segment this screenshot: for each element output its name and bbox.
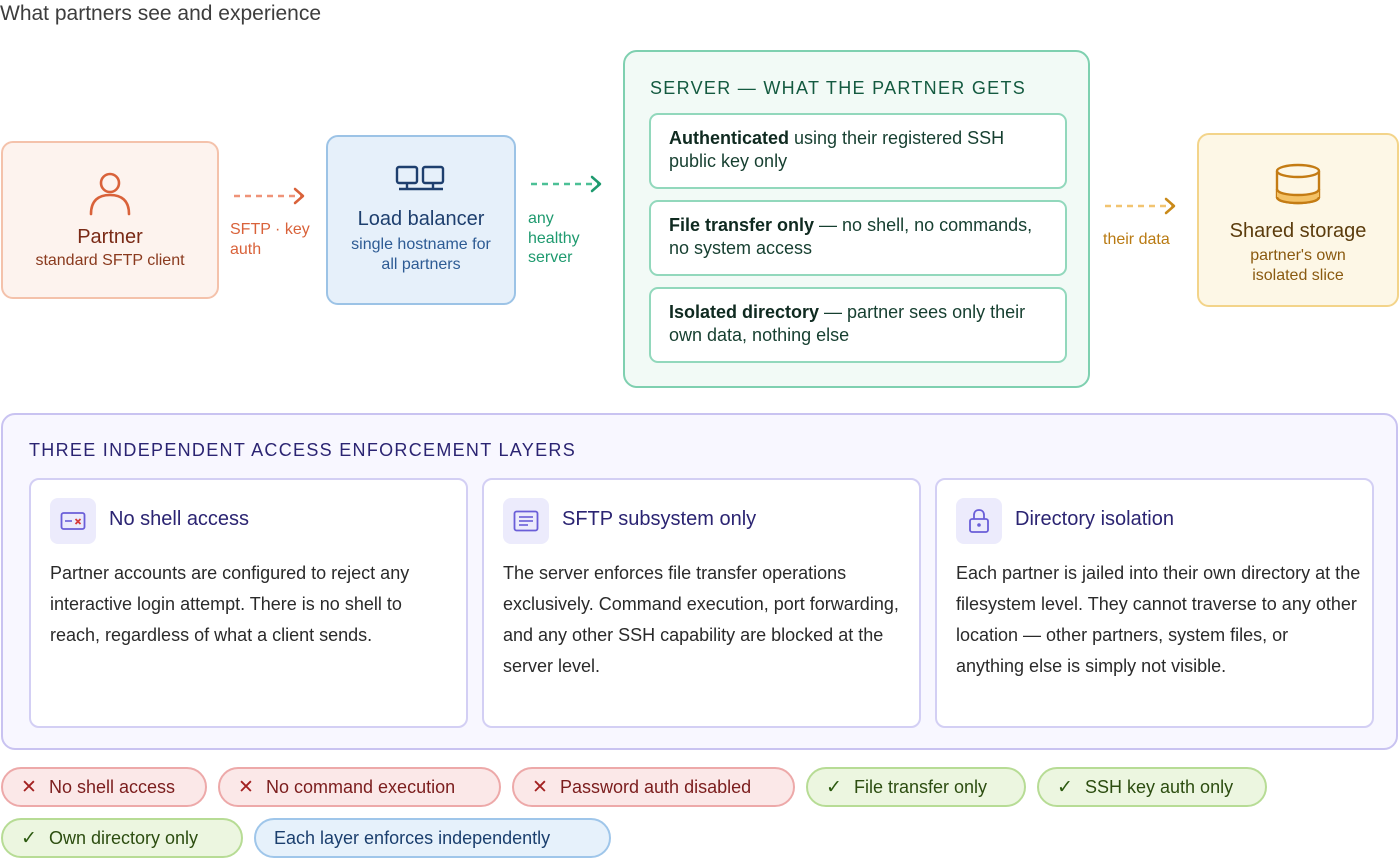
partner-title: Partner	[77, 226, 143, 248]
arrow-partner-to-lb	[234, 187, 305, 205]
load-balancer-node: Load balancer single hostname for all pa…	[326, 135, 516, 305]
terminal-blocked-icon	[50, 498, 96, 544]
server-card-bold: Isolated directory	[669, 302, 820, 322]
chip-file-transfer: ✓ File transfer only	[806, 767, 1026, 807]
storage-subtitle: partner's own isolated slice	[1250, 247, 1346, 284]
enforcement-layers-panel: THREE INDEPENDENT ACCESS ENFORCEMENT LAY…	[1, 413, 1398, 750]
database-icon	[1275, 163, 1321, 205]
document-icon	[503, 498, 549, 544]
chip-label: Each layer enforces independently	[274, 827, 551, 848]
server-card-text: — partner sees only their own data, noth…	[669, 302, 1026, 345]
server-panel: SERVER — WHAT THE PARTNER GETS Authentic…	[623, 50, 1090, 388]
network-icon	[395, 165, 445, 191]
layers-heading: THREE INDEPENDENT ACCESS ENFORCEMENT LAY…	[29, 440, 576, 460]
chip-no-command: ✕ No command execution	[218, 767, 501, 807]
user-icon	[89, 172, 131, 216]
layer-title: SFTP subsystem only	[562, 508, 757, 530]
layer-description: The server enforces file transfer operat…	[503, 563, 899, 676]
chip-no-shell: ✕ No shell access	[1, 767, 207, 807]
chip-label: No shell access	[49, 776, 176, 797]
chip-label: Own directory only	[49, 827, 199, 848]
check-icon: ✓	[826, 776, 842, 798]
server-card-bold: Authenticated	[669, 128, 790, 148]
load-balancer-subtitle: single hostname for all partners	[351, 236, 491, 273]
chip-label: Password auth disabled	[560, 776, 752, 797]
page-title: What partners see and experience	[0, 2, 322, 25]
server-card-file-transfer: File transfer only — no shell, no comman…	[649, 200, 1067, 276]
arrow-label-sftp: SFTP · key auth	[230, 221, 310, 258]
layer-description: Each partner is jailed into their own di…	[956, 563, 1361, 676]
chip-label: No command execution	[266, 776, 456, 797]
storage-title: Shared storage	[1229, 220, 1367, 242]
server-card-bold: File transfer only	[669, 215, 815, 235]
server-heading: SERVER — WHAT THE PARTNER GETS	[650, 78, 1027, 98]
x-icon: ✕	[21, 776, 37, 798]
load-balancer-title: Load balancer	[357, 208, 485, 230]
chip-each-layer: Each layer enforces independently	[254, 818, 611, 858]
chip-label: File transfer only	[854, 776, 988, 797]
check-icon: ✓	[21, 827, 37, 849]
chip-own-directory: ✓ Own directory only	[1, 818, 243, 858]
x-icon: ✕	[238, 776, 254, 798]
partner-node: Partner standard SFTP client	[1, 141, 219, 299]
layer-title: Directory isolation	[1015, 508, 1174, 530]
check-icon: ✓	[1057, 776, 1073, 798]
chip-password-disabled: ✕ Password auth disabled	[512, 767, 795, 807]
shared-storage-node: Shared storage partner's own isolated sl…	[1197, 133, 1399, 307]
layer-card-directory-isolation: Directory isolation Each partner is jail…	[935, 478, 1374, 728]
chip-label: SSH key auth only	[1085, 776, 1234, 797]
partner-subtitle: standard SFTP client	[35, 252, 185, 269]
layer-title: No shell access	[109, 508, 250, 530]
server-card-isolated: Isolated directory — partner sees only t…	[649, 287, 1067, 363]
arrow-label-data: their data	[1103, 231, 1170, 248]
server-card-text: using their registered SSH public key on…	[669, 128, 1005, 171]
lock-icon	[956, 498, 1002, 544]
x-icon: ✕	[532, 776, 548, 798]
server-card-authenticated: Authenticated using their registered SSH…	[649, 113, 1067, 189]
chip-ssh-key: ✓ SSH key auth only	[1037, 767, 1267, 807]
layer-description: Partner accounts are configured to rejec…	[50, 563, 410, 645]
layer-card-no-shell: No shell access Partner accounts are con…	[29, 478, 468, 728]
arrow-label-healthy: any healthy server	[528, 210, 580, 266]
layer-card-sftp-only: SFTP subsystem only The server enforces …	[482, 478, 921, 728]
arrow-server-to-storage	[1105, 197, 1176, 215]
arrow-lb-to-server	[531, 175, 602, 193]
server-card-text: — no shell, no commands, no system acces…	[669, 215, 1033, 258]
